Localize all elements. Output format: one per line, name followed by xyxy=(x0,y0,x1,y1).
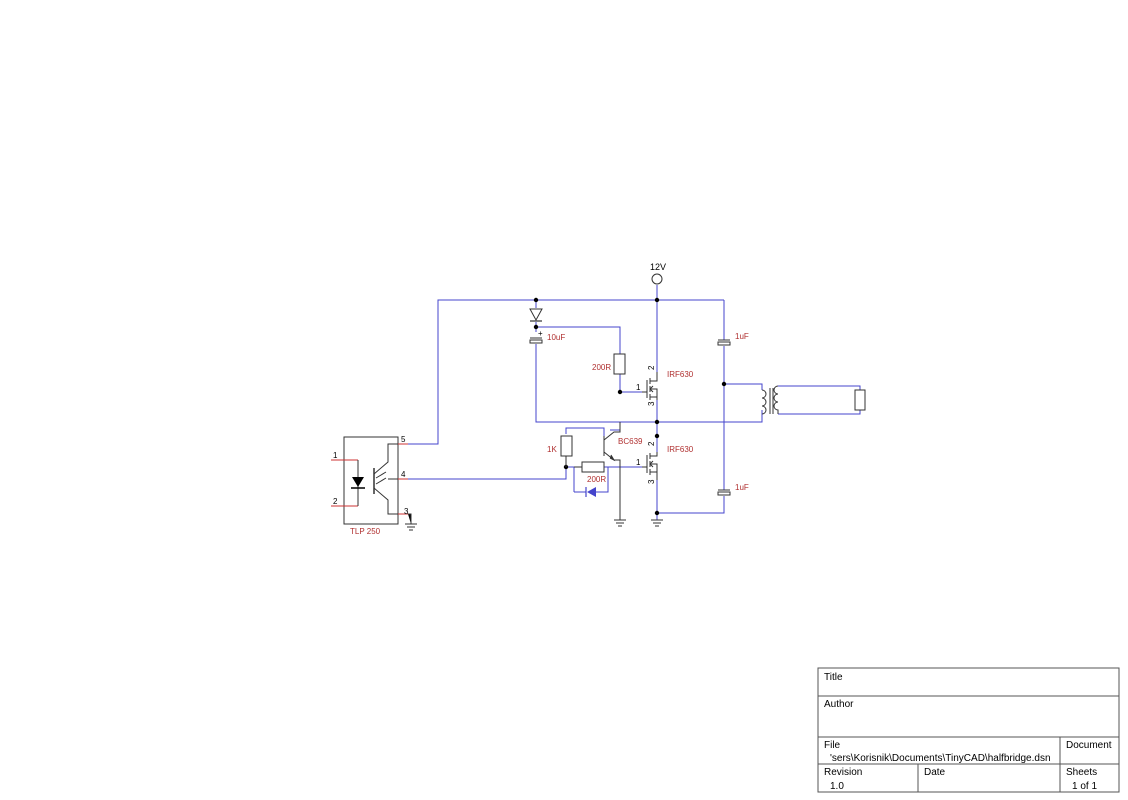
tb-file-label: File xyxy=(824,740,841,751)
ground-mosfet xyxy=(651,519,663,527)
cap-plus-sign: + xyxy=(538,329,543,338)
mosfet-low-irf630: 1 2 3 IRF630 xyxy=(636,441,694,484)
diode-gate-low xyxy=(585,487,596,497)
junctions xyxy=(533,297,727,516)
r-1k-label: 1K xyxy=(547,445,557,454)
opto-pin-2: 2 xyxy=(333,497,338,506)
junction-dot xyxy=(617,389,623,395)
resistor-200r-low: 200R xyxy=(574,461,606,484)
tb-author-label: Author xyxy=(824,699,854,710)
q-high-pin-s: 3 xyxy=(647,401,656,406)
cap-bottom-label: 1uF xyxy=(735,483,749,492)
wires xyxy=(408,285,861,520)
wire-boot-return xyxy=(535,344,763,423)
wire-base xyxy=(566,466,575,492)
r-low-label: 200R xyxy=(587,475,606,484)
q-high-label: IRF630 xyxy=(667,370,694,379)
wire-secondary-top xyxy=(778,385,861,390)
transistor-bc639: BC639 xyxy=(603,422,643,520)
junction-dot xyxy=(533,297,539,303)
junction-dot xyxy=(654,419,660,425)
tb-file-value: 'sers\Korisnik\Documents\TinyCAD\halfbri… xyxy=(830,753,1051,764)
mosfet-high-irf630: 1 2 3 IRF630 xyxy=(636,365,694,406)
tb-revision-value: 1.0 xyxy=(830,781,844,792)
resistor-1k: 1K xyxy=(547,435,573,467)
q-low-pin-s: 3 xyxy=(647,479,656,484)
diode-bootstrap xyxy=(529,308,543,322)
cap-10uf-label: 10uF xyxy=(547,333,565,342)
load-resistor xyxy=(854,389,866,411)
tb-date-label: Date xyxy=(924,767,946,778)
tb-sheets-value: 1 of 1 xyxy=(1072,781,1097,792)
q-high-pin-g: 1 xyxy=(636,383,641,392)
supply-12v: 12V xyxy=(650,262,666,285)
opto-pin-4: 4 xyxy=(401,470,406,479)
opto-label: TLP 250 xyxy=(350,527,381,536)
q-low-pin-g: 1 xyxy=(636,458,641,467)
opto-pin-3: 3 xyxy=(404,507,409,516)
title-block-text: Title Author File 'sers\Korisnik\Documen… xyxy=(824,672,1112,792)
cap-top-label: 1uF xyxy=(735,332,749,341)
resistor-200r-high: 200R xyxy=(592,353,626,375)
wire-diode-low2 xyxy=(596,467,609,493)
q-low-pin-d: 2 xyxy=(647,441,656,446)
q-low-label: IRF630 xyxy=(667,445,694,454)
opto-pin-5: 5 xyxy=(401,435,406,444)
r-high-label: 200R xyxy=(592,363,611,372)
junction-dot xyxy=(721,381,727,387)
bjt-label: BC639 xyxy=(618,437,643,446)
q-high-pin-d: 2 xyxy=(647,365,656,370)
wire-top-rail xyxy=(408,299,724,445)
title-block xyxy=(817,667,1120,793)
wire-boot-top xyxy=(536,326,621,354)
wire-opto-out xyxy=(408,467,567,480)
supply-label: 12V xyxy=(650,262,666,272)
tb-document-label: Document xyxy=(1066,740,1112,751)
tb-sheets-label: Sheets xyxy=(1066,767,1097,778)
capacitor-1uf-bottom: 1uF xyxy=(717,483,749,496)
wire-cap-bottom xyxy=(657,496,725,514)
junction-dot xyxy=(654,510,660,516)
junction-dot xyxy=(533,324,539,330)
tb-title-label: Title xyxy=(824,672,843,683)
ground-opto xyxy=(405,513,417,531)
optocoupler-tlp250: 1 2 3 4 5 TLP 250 xyxy=(331,435,409,536)
junction-dot xyxy=(654,297,660,303)
junction-dot xyxy=(654,433,660,439)
capacitor-1uf-top: 1uF xyxy=(717,332,749,346)
supply-circle-icon xyxy=(651,273,663,285)
ground-transistor xyxy=(614,519,626,527)
wire-1k-top xyxy=(565,427,605,436)
opto-pin-1: 1 xyxy=(333,451,338,460)
transformer xyxy=(761,385,779,415)
tb-revision-label: Revision xyxy=(824,767,862,778)
wire-trafo-in xyxy=(724,383,763,390)
wire-bjt-collector xyxy=(610,422,621,431)
led-icon xyxy=(352,477,364,487)
wire-secondary-bottom xyxy=(778,410,861,415)
capacitor-10uf: + 10uF xyxy=(529,329,565,344)
